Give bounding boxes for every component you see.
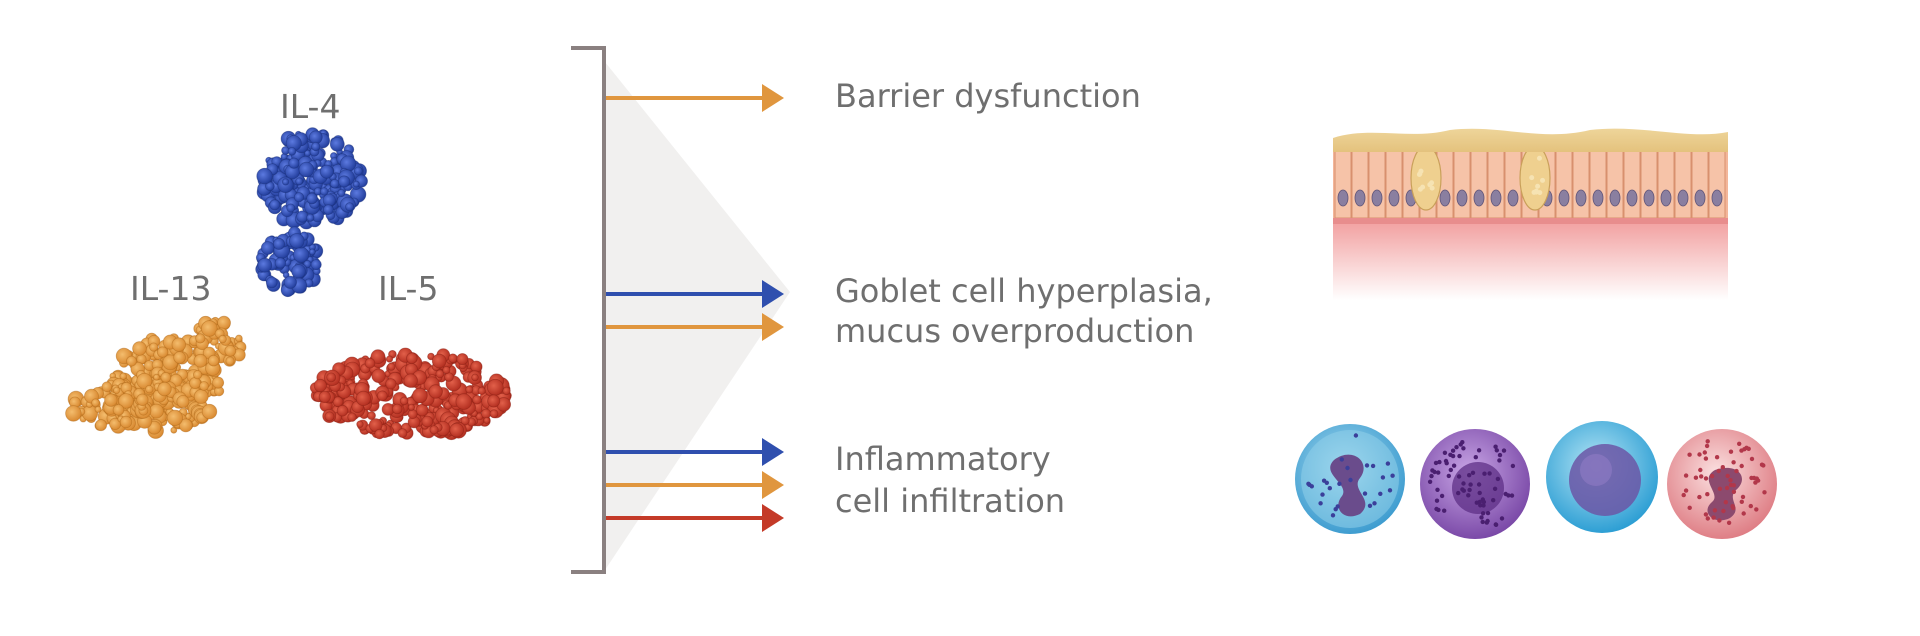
arrow-barrier-il13 bbox=[606, 84, 784, 112]
il13-molecule bbox=[65, 315, 247, 439]
il4-molecule bbox=[255, 127, 368, 298]
arrow-goblet-il4 bbox=[606, 280, 784, 308]
il5-molecule bbox=[309, 347, 512, 441]
lymphocyte-cell bbox=[1546, 421, 1658, 533]
bracket bbox=[571, 46, 606, 574]
il5-label: IL-5 bbox=[378, 269, 438, 308]
epithelium-illustration bbox=[1333, 128, 1728, 300]
effect-inflammatory-label-line1: Inflammatory bbox=[835, 440, 1051, 478]
arrow-inflammatory-il13 bbox=[606, 471, 784, 499]
effect-goblet-label-line1: Goblet cell hyperplasia, bbox=[835, 272, 1213, 310]
basophil-cell bbox=[1420, 429, 1530, 539]
immune-cells-illustration bbox=[1295, 421, 1777, 539]
arrow-goblet-il13 bbox=[606, 313, 784, 341]
il13-label: IL-13 bbox=[130, 269, 211, 308]
neutrophil-cell bbox=[1295, 424, 1405, 534]
arrows bbox=[606, 84, 784, 532]
arrow-inflammatory-il4 bbox=[606, 438, 784, 466]
background-wedge bbox=[605, 62, 790, 570]
arrow-inflammatory-il5 bbox=[606, 504, 784, 532]
effect-barrier-label: Barrier dysfunction bbox=[835, 77, 1141, 115]
effect-inflammatory-label-line2: cell infiltration bbox=[835, 482, 1065, 520]
eosinophil-cell bbox=[1667, 429, 1777, 539]
effect-goblet-label-line2: mucus overproduction bbox=[835, 312, 1194, 350]
il4-label: IL-4 bbox=[280, 87, 340, 126]
